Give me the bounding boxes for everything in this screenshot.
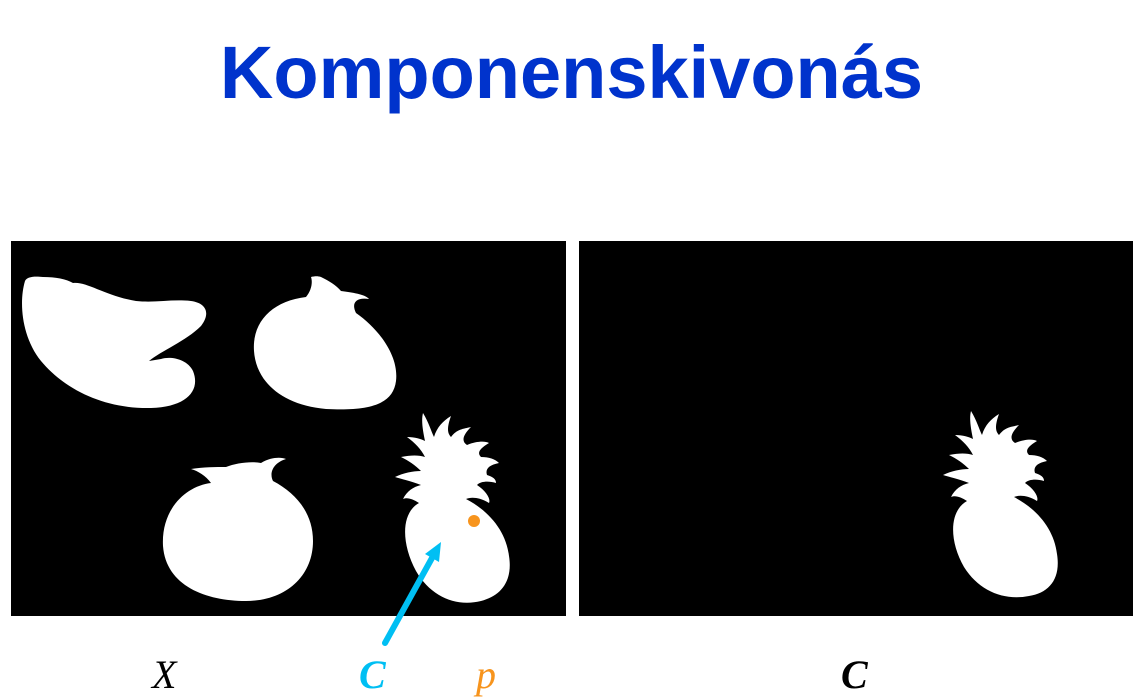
image-c-canvas xyxy=(943,411,1058,598)
pineapple-shape xyxy=(395,413,510,603)
image-x-panel xyxy=(11,241,566,616)
label-c-component: C xyxy=(359,652,386,697)
pineapple-component-shape xyxy=(943,411,1058,598)
label-c-result: C xyxy=(841,652,868,697)
orange-bottom-shape xyxy=(162,457,313,601)
arrow-c-icon xyxy=(382,542,441,646)
orange-top-shape xyxy=(253,276,397,410)
slide-title: Komponenskivonás xyxy=(219,31,924,114)
image-x-canvas xyxy=(22,276,510,603)
label-p-point: p xyxy=(476,652,496,697)
banana-shape xyxy=(22,276,207,409)
label-x: X xyxy=(152,652,177,697)
point-p-marker xyxy=(468,515,480,527)
image-c-panel xyxy=(579,241,1133,616)
